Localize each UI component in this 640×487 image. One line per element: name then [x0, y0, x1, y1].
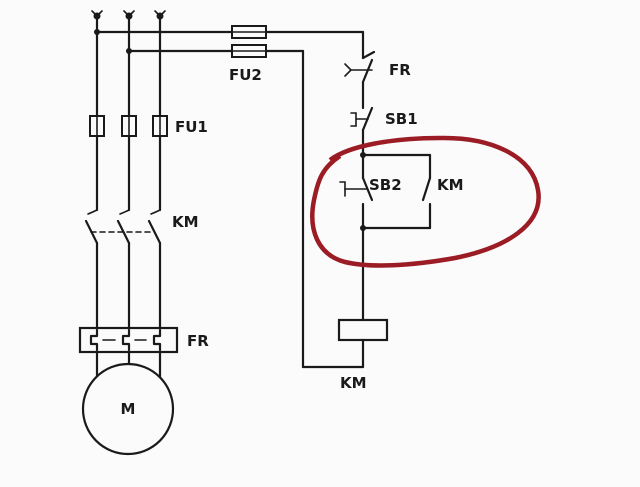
motor-label: M: [121, 400, 136, 418]
fr-contact-label: FR: [389, 61, 411, 79]
control-branch: [301, 30, 432, 369]
control-supply-wires: [94, 29, 365, 54]
fu2-label: FU2: [229, 66, 262, 84]
km-aux-label: KM: [437, 176, 464, 194]
km-main-contacts: [84, 209, 162, 245]
main-phase-lines: [95, 16, 162, 384]
fuse-fu1: [89, 115, 168, 137]
supply-terminals: [91, 10, 166, 20]
sb2-label: SB2: [369, 176, 402, 194]
km-coil-label: KM: [340, 374, 367, 392]
motor: [81, 362, 175, 456]
km-main-label: KM: [172, 213, 199, 231]
fuse-fu2: [231, 25, 267, 58]
fr-thermal-label: FR: [187, 332, 209, 350]
fu1-label: FU1: [175, 118, 208, 136]
sb1-label: SB1: [385, 110, 418, 128]
fr-thermal-element: [78, 326, 179, 354]
highlight-ring: [310, 135, 541, 268]
